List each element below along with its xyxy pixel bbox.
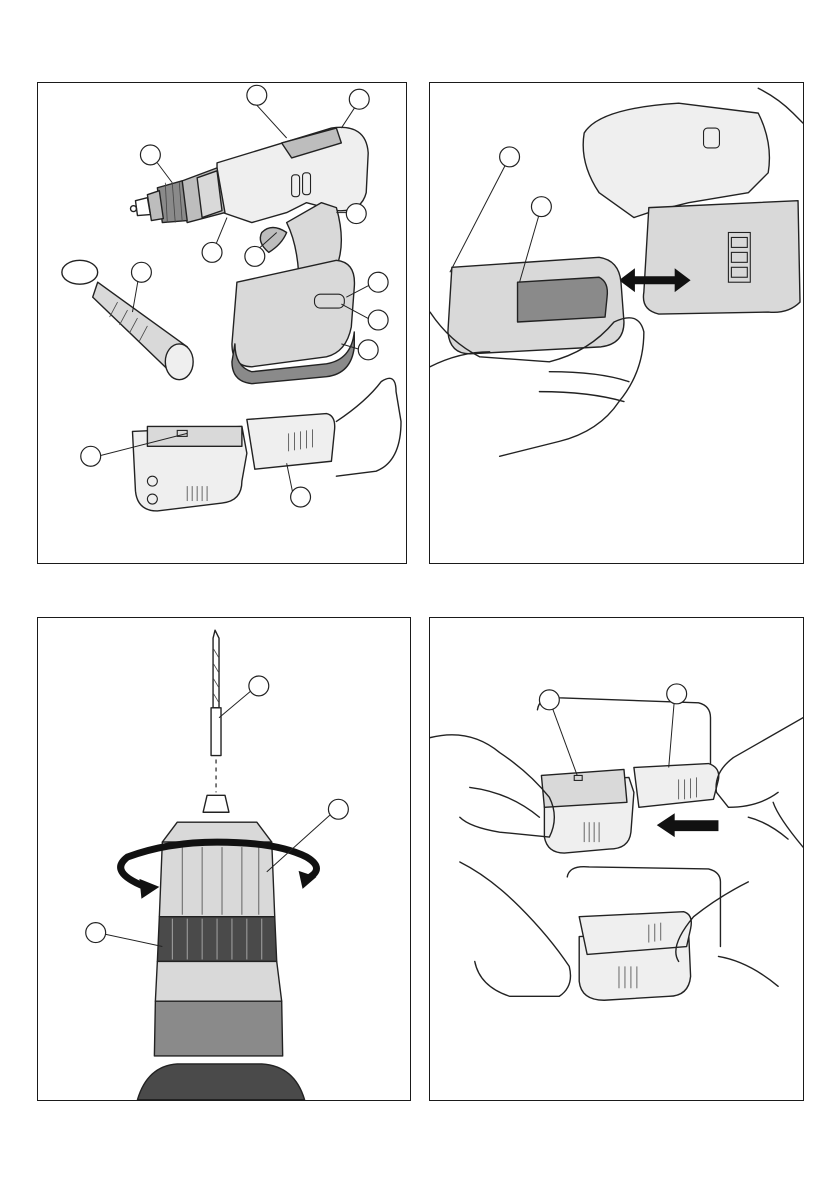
callout-5 (202, 242, 222, 262)
callout-1 (539, 690, 559, 710)
callout-1 (247, 85, 267, 105)
hand-icon (336, 378, 401, 476)
figure-battery-removal (429, 82, 804, 564)
callouts (539, 684, 686, 710)
callout-4 (346, 204, 366, 224)
callout-1 (500, 147, 520, 167)
battery-pack-icon (448, 257, 624, 353)
callout-3 (140, 145, 160, 165)
callout-2 (531, 197, 551, 217)
callout-11 (81, 446, 101, 466)
callout-10 (358, 340, 378, 360)
battery-removal-illustration (430, 83, 803, 563)
callout-9 (368, 310, 388, 330)
callout-12 (291, 487, 311, 507)
charging-illustration (430, 618, 803, 1100)
figure-overview (37, 82, 407, 564)
callout-2 (667, 684, 687, 704)
drill-overview-illustration (38, 83, 406, 563)
figure-charging (429, 617, 804, 1101)
callout-3 (86, 923, 106, 943)
side-handle-icon (62, 260, 193, 379)
callout-1 (249, 676, 269, 696)
callout-8 (368, 272, 388, 292)
callout-7 (131, 262, 151, 282)
battery-pack-icon (579, 912, 691, 955)
callout-6 (245, 246, 265, 266)
callout-2 (349, 89, 369, 109)
callouts (500, 147, 552, 217)
figure-bit-insertion (37, 617, 411, 1101)
arrow-left-icon (657, 813, 719, 837)
callout-2 (328, 799, 348, 819)
drill-bit-icon (211, 630, 221, 792)
bit-insertion-illustration (38, 618, 410, 1100)
